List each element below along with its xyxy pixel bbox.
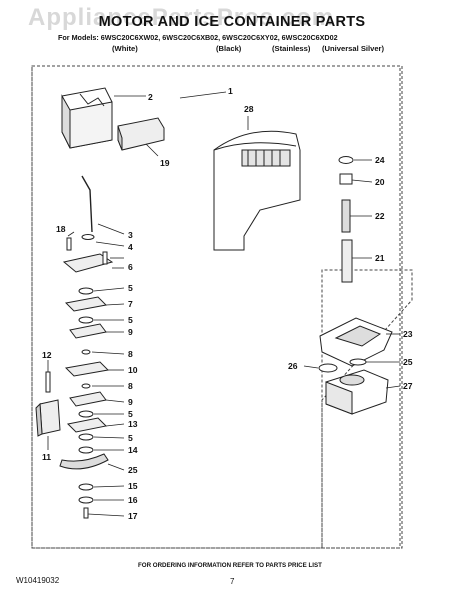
washer bbox=[349, 358, 367, 366]
motor-shaft-parts bbox=[338, 156, 354, 283]
callout-5-c: 5 bbox=[128, 409, 133, 419]
callout-11: 11 bbox=[42, 452, 51, 462]
callout-2: 2 bbox=[148, 92, 153, 102]
variant-white: (White) bbox=[112, 44, 138, 53]
gasket bbox=[318, 363, 338, 373]
callout-25-left: 25 bbox=[128, 465, 138, 475]
auger-rod bbox=[81, 175, 93, 233]
variant-black: (Black) bbox=[216, 44, 242, 53]
document-number: W10419032 bbox=[16, 576, 60, 585]
ordering-note: FOR ORDERING INFORMATION REFER TO PARTS … bbox=[138, 562, 322, 569]
models-line: For Models: 6WSC20C6XW02, 6WSC20C6XB02, … bbox=[58, 33, 338, 42]
callout-5-a: 5 bbox=[128, 283, 133, 293]
callout-15: 15 bbox=[128, 481, 138, 491]
callout-13: 13 bbox=[128, 419, 138, 429]
crusher-stack bbox=[59, 234, 114, 519]
callout-23: 23 bbox=[403, 329, 413, 339]
page-number: 7 bbox=[230, 577, 235, 586]
callout-8-a: 8 bbox=[128, 349, 133, 359]
callout-14: 14 bbox=[128, 445, 138, 455]
variant-universal-silver: (Universal Silver) bbox=[322, 44, 385, 53]
side-bracket bbox=[35, 371, 61, 437]
callout-25-right: 25 bbox=[403, 357, 413, 367]
dispenser-housing bbox=[213, 130, 301, 251]
callout-27: 27 bbox=[403, 381, 413, 391]
callout-5-d: 5 bbox=[128, 433, 133, 443]
callout-26: 26 bbox=[288, 361, 298, 371]
variant-stainless: (Stainless) bbox=[272, 44, 311, 53]
callout-4: 4 bbox=[128, 242, 133, 252]
callout-5-b: 5 bbox=[128, 315, 133, 325]
callout-18-left: 18 bbox=[56, 224, 66, 234]
callout-24: 24 bbox=[375, 155, 385, 165]
callout-20: 20 bbox=[375, 177, 385, 187]
leader-lines bbox=[47, 91, 401, 517]
callout-9-a: 9 bbox=[128, 327, 133, 337]
callout-10: 10 bbox=[128, 365, 138, 375]
screws bbox=[66, 237, 108, 265]
callout-8-b: 8 bbox=[128, 381, 133, 391]
callout-12: 12 bbox=[42, 350, 52, 360]
callout-17: 17 bbox=[128, 511, 138, 521]
callout-3: 3 bbox=[128, 230, 133, 240]
motor-mount bbox=[319, 317, 393, 367]
page-title: MOTOR AND ICE CONTAINER PARTS bbox=[98, 14, 366, 30]
callout-21: 21 bbox=[375, 253, 385, 263]
callout-1: 1 bbox=[228, 86, 233, 96]
motor bbox=[325, 369, 389, 415]
callout-7: 7 bbox=[128, 299, 133, 309]
callout-19: 19 bbox=[160, 158, 170, 168]
callout-22: 22 bbox=[375, 211, 385, 221]
callout-16: 16 bbox=[128, 495, 138, 505]
assembly-outline bbox=[31, 65, 413, 549]
watermark-text: AppliancePartsPros.com bbox=[28, 4, 335, 31]
assembly-frame bbox=[31, 65, 403, 549]
callout-9-b: 9 bbox=[128, 397, 133, 407]
ice-bucket-bracket bbox=[61, 87, 113, 149]
small-bracket bbox=[117, 117, 165, 151]
callout-6: 6 bbox=[128, 262, 133, 272]
callout-28: 28 bbox=[244, 104, 254, 114]
